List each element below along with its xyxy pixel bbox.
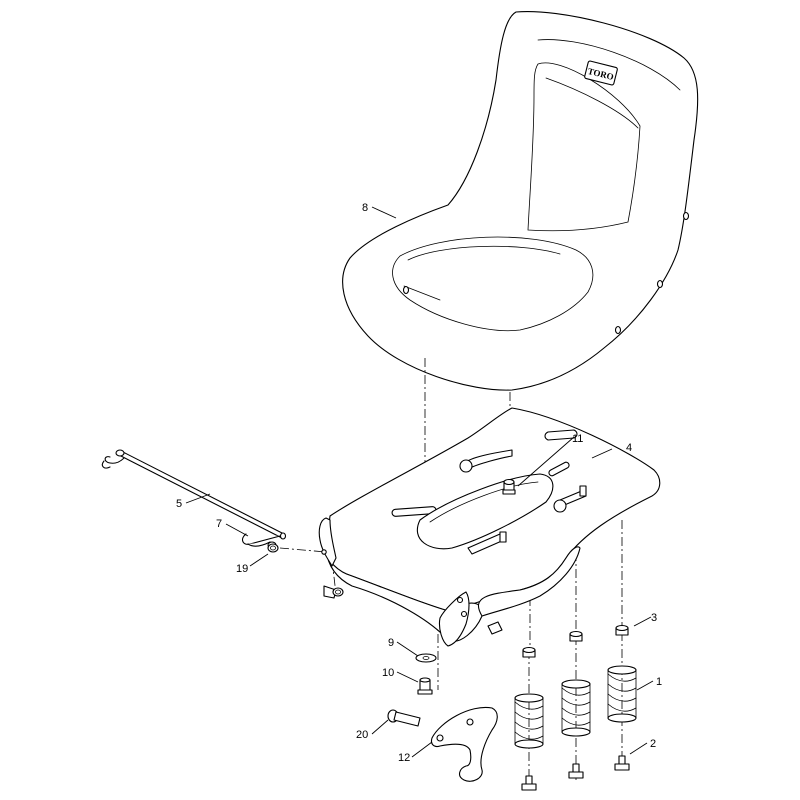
callout-4: 4	[626, 442, 632, 454]
callout-20: 20	[356, 729, 368, 741]
spring-left	[514, 693, 544, 749]
callout-12: 12	[398, 752, 410, 764]
latch-bracket	[430, 706, 498, 782]
spring-top-nuts	[522, 624, 629, 658]
toro-logo: TORO	[584, 60, 618, 86]
spring-right	[607, 665, 637, 723]
leader-lines	[185, 206, 654, 758]
callout-8: 8	[362, 202, 368, 214]
plate-fasteners	[332, 485, 587, 635]
callout-19: 19	[236, 563, 248, 575]
seat: TORO	[342, 10, 699, 391]
callout-5: 5	[176, 498, 182, 510]
callouts: 8 4 11 5 7 19 3 9 1 10 20 12 2	[176, 202, 662, 764]
bolt-20	[387, 709, 421, 727]
washer	[415, 653, 437, 663]
nut-19	[267, 543, 279, 553]
callout-1: 1	[656, 676, 662, 688]
callout-7: 7	[216, 518, 222, 530]
shoulder-bolt	[417, 677, 433, 695]
nut-11	[502, 478, 516, 495]
spring-bottom-bolts	[521, 755, 630, 791]
rod	[101, 449, 287, 540]
springs	[514, 665, 637, 749]
seat-plate	[318, 407, 661, 647]
callout-3: 3	[651, 612, 657, 624]
callout-11: 11	[572, 433, 583, 445]
callout-2: 2	[650, 738, 656, 750]
spring-middle	[561, 679, 591, 737]
callout-10: 10	[382, 667, 394, 679]
callout-9: 9	[388, 637, 394, 649]
